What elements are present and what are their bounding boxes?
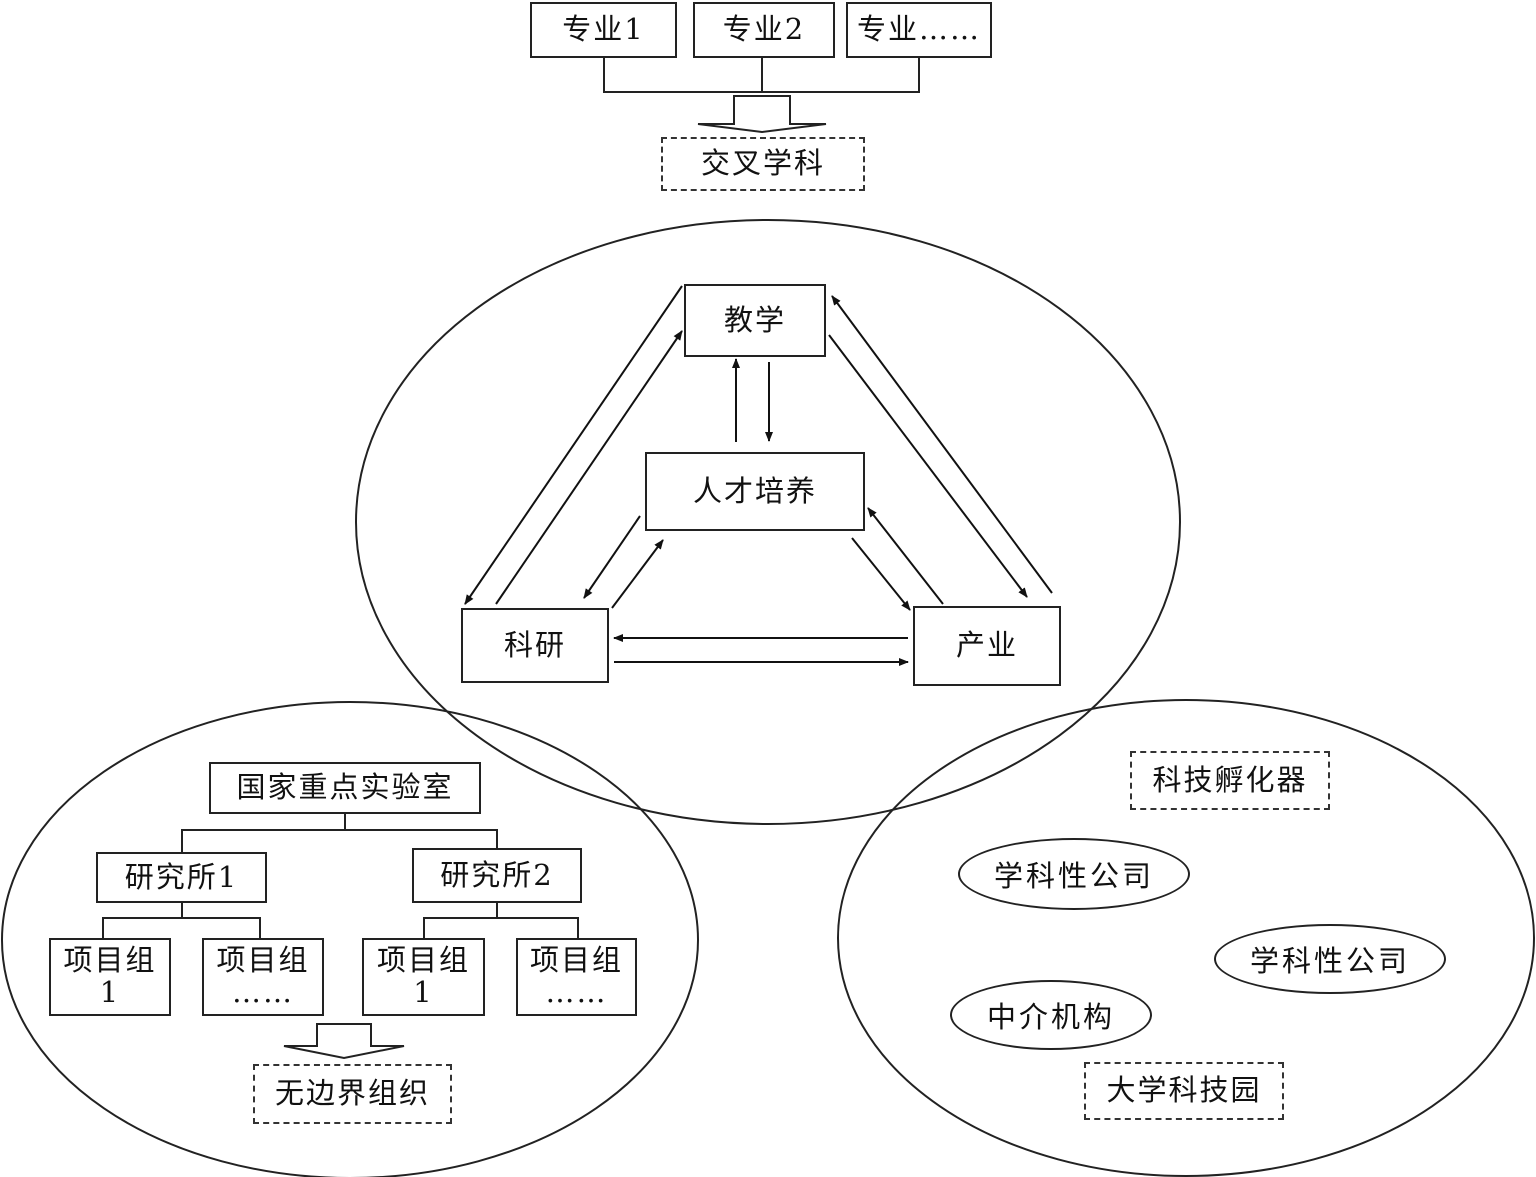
major-box-2: 专业2	[693, 2, 835, 58]
project-group-box: 项目组 1	[49, 938, 171, 1016]
arrow-research-to-teaching	[495, 330, 683, 605]
national-key-lab-box: 国家重点实验室	[209, 762, 481, 814]
industry-box: 产业	[913, 606, 1061, 686]
project-group-box: 项目组 1	[362, 938, 485, 1016]
arrow-industry-to-talent	[867, 507, 944, 605]
institute-1-box: 研究所1	[96, 852, 267, 903]
institute-2-box: 研究所2	[412, 848, 582, 903]
majors-connector	[603, 58, 920, 93]
disciplinary-company-ellipse: 学科性公司	[958, 838, 1190, 910]
center-arrows	[464, 285, 1053, 666]
lab-tree-connectors	[102, 814, 579, 938]
project-group-box: 项目组 ……	[202, 938, 324, 1016]
down-block-arrow-top	[697, 95, 827, 134]
research-box: 科研	[461, 608, 609, 683]
intermediary-ellipse: 中介机构	[950, 980, 1152, 1050]
interdisciplinary-box: 交叉学科	[661, 137, 865, 191]
arrow-talent-to-industry	[851, 537, 911, 611]
arrow-talent-to-research	[583, 515, 641, 599]
center-ellipse	[355, 219, 1181, 825]
project-group-box: 项目组 ……	[516, 938, 637, 1016]
left-ellipse	[1, 701, 699, 1177]
down-block-arrow-left	[283, 1023, 405, 1060]
arrow-teaching-to-research	[464, 285, 683, 605]
university-science-park-box: 大学科技园	[1084, 1062, 1284, 1120]
arrow-teaching-to-industry	[828, 334, 1028, 598]
major-box-1: 专业1	[530, 2, 677, 58]
tech-incubator-box: 科技孵化器	[1130, 751, 1330, 810]
disciplinary-company-ellipse: 学科性公司	[1214, 924, 1446, 994]
boundaryless-org-box: 无边界组织	[253, 1064, 452, 1124]
arrow-research-to-talent	[611, 539, 664, 609]
right-ellipse	[837, 699, 1535, 1177]
teaching-box: 教学	[684, 284, 826, 357]
major-box-more: 专业……	[846, 2, 992, 58]
arrow-industry-to-teaching	[831, 295, 1053, 594]
talent-cultivation-box: 人才培养	[645, 452, 865, 531]
